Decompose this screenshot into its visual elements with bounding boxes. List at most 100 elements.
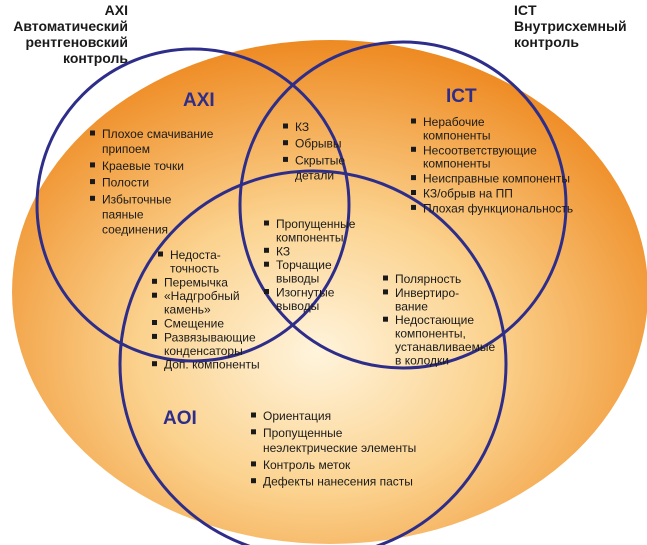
list-item: КЗ bbox=[264, 244, 290, 258]
list-item: Дефекты нанесения пасты bbox=[251, 475, 413, 489]
bullet-icon bbox=[283, 140, 288, 146]
list-item-text: Обрывы bbox=[295, 137, 342, 151]
list-item-text: компоненты, bbox=[395, 327, 466, 341]
list-item-text: Изогнутые bbox=[276, 286, 335, 300]
region-ict-only: НерабочиекомпонентыНесоответствующиекомп… bbox=[411, 115, 573, 215]
list-item-text: Нерабочие bbox=[423, 115, 485, 129]
bullet-icon bbox=[264, 261, 269, 267]
list-item-text: Скрытые bbox=[295, 153, 345, 167]
bullet-icon bbox=[152, 292, 157, 298]
list-item: Контроль меток bbox=[251, 458, 351, 472]
bullet-icon bbox=[152, 320, 157, 325]
list-item-text: в колодки bbox=[395, 353, 449, 367]
list-item-text: Торчащие bbox=[276, 258, 332, 272]
list-item: Обрывы bbox=[283, 137, 342, 151]
list-item-text: Ориентация bbox=[263, 409, 331, 423]
axi-caption-line: Автоматический bbox=[13, 18, 128, 34]
bullet-icon bbox=[283, 123, 288, 129]
list-item-text: вание bbox=[395, 299, 428, 313]
bullet-icon bbox=[251, 461, 256, 467]
list-item-text: выводы bbox=[276, 272, 319, 286]
list-item: Полярность bbox=[383, 272, 461, 286]
list-item: Доп. компоненты bbox=[152, 358, 260, 372]
bullet-icon bbox=[152, 361, 157, 367]
list-item-text: компоненты bbox=[423, 128, 491, 142]
list-item-text: Несоответствующие bbox=[423, 143, 537, 157]
list-item-text: устанавливаемые bbox=[395, 340, 495, 354]
background-ellipse bbox=[12, 40, 647, 544]
list-item-text: Пропущенные bbox=[276, 217, 356, 231]
ict-corner-caption: ICT Внутрисхемный контроль bbox=[514, 2, 627, 50]
list-item-text: Пропущенные bbox=[263, 426, 343, 440]
ict-set-label: ICT bbox=[446, 86, 477, 107]
list-item-text: КЗ/обрыв на ПП bbox=[423, 187, 513, 201]
region-center: ПропущенныекомпонентыКЗТорчащиевыводыИзо… bbox=[264, 217, 356, 313]
list-item-text: неэлектрические элементы bbox=[263, 441, 416, 455]
list-item: Перемычка bbox=[152, 275, 228, 289]
bullet-icon bbox=[411, 190, 416, 195]
list-item: КЗ bbox=[283, 120, 309, 134]
region-axi-aoi: Недоста-точностьПеремычка«Надгробныйкаме… bbox=[152, 248, 260, 372]
bullet-icon bbox=[90, 195, 95, 201]
bullet-icon bbox=[90, 179, 95, 185]
aoi-set-label: AOI bbox=[163, 408, 197, 429]
list-item-text: выводы bbox=[276, 299, 319, 313]
region-ict-aoi: ПолярностьИнвертиро-ваниеНедостающиекомп… bbox=[383, 272, 495, 367]
bullet-icon bbox=[251, 412, 256, 418]
list-item: Неисправные компоненты bbox=[411, 172, 570, 186]
bullet-icon bbox=[383, 275, 388, 281]
list-item-text: камень» bbox=[164, 303, 211, 317]
aoi-circle bbox=[118, 169, 508, 545]
bullet-icon bbox=[251, 429, 256, 435]
bullet-icon bbox=[158, 251, 163, 257]
axi-corner-caption: AXI Автоматический рентгеновский контрол… bbox=[13, 2, 128, 66]
list-item: Инвертиро-вание bbox=[383, 286, 459, 313]
list-item-text: Плохое смачивание bbox=[102, 127, 214, 141]
list-item-text: компоненты bbox=[423, 157, 491, 171]
bullet-icon bbox=[411, 146, 416, 152]
list-item-text: Полости bbox=[102, 176, 149, 190]
list-item-text: компоненты bbox=[276, 230, 344, 244]
list-item: КЗ/обрыв на ПП bbox=[411, 187, 513, 201]
axi-caption-line: рентгеновский bbox=[25, 34, 128, 50]
list-item-text: Полярность bbox=[395, 272, 461, 286]
list-item-text: «Надгробный bbox=[164, 289, 240, 303]
list-item: Плохая функциональность bbox=[411, 201, 573, 215]
bullet-icon bbox=[251, 478, 256, 484]
bullet-icon bbox=[90, 162, 95, 168]
list-item: Смещение bbox=[152, 317, 224, 331]
bullet-icon bbox=[383, 316, 388, 322]
list-item-text: точность bbox=[170, 261, 219, 275]
list-item-text: Неисправные компоненты bbox=[423, 172, 570, 186]
list-item-text: паяные bbox=[102, 208, 144, 222]
bullet-icon bbox=[152, 278, 157, 284]
list-item-text: КЗ bbox=[276, 244, 290, 258]
axi-caption-line: контроль bbox=[63, 50, 128, 66]
ict-circle bbox=[238, 40, 568, 370]
bullet-icon bbox=[264, 220, 269, 226]
list-item-text: Краевые точки bbox=[102, 159, 184, 173]
bullet-icon bbox=[283, 156, 288, 162]
list-item-text: Дефекты нанесения пасты bbox=[263, 475, 413, 489]
list-item-text: Инвертиро- bbox=[395, 286, 459, 300]
list-item-text: КЗ bbox=[295, 120, 309, 134]
list-item: Полости bbox=[90, 176, 149, 190]
bullet-icon bbox=[411, 204, 416, 210]
bullet-icon bbox=[152, 333, 157, 339]
list-item: Краевые точки bbox=[90, 159, 184, 173]
list-item-text: припоем bbox=[102, 142, 150, 156]
